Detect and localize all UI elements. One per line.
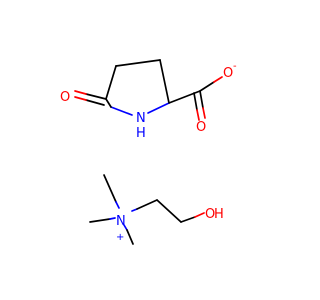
cation-charge-label: + [116,232,124,243]
bond-ccarb-o-red [213,76,223,83]
bond-ccarb-o2-a-red [202,107,206,119]
ring-oxygen-label: O [60,90,70,105]
bond-ccarb-o-black [199,81,215,92]
bond-c5-o-b-red [74,96,87,101]
bond-n-ch2-blue [131,208,138,212]
ring-hydrogen-label: H [136,126,146,141]
bond-c5-o-a [85,93,107,100]
structure-canvas: O N H O - O N + O H [60,59,237,245]
bond-n-me3-blue [123,224,128,231]
carbonyl-oxygen-label: O [196,120,206,135]
anion-charge-label: - [233,61,237,72]
bond-me1-n-blue [115,201,120,209]
bond-c4-c2 [159,59,170,104]
pyroglutamate-molecule: O N H O - O [60,59,237,141]
bond-ccarb-o2-b [193,92,198,111]
hydroxyl-hydrogen-label: H [214,207,224,222]
bond-ccarb-o2-a [199,90,204,109]
bond-ch2-o-red [194,212,205,218]
bond-c5-n [110,106,133,116]
bond-n-c2 [147,102,170,114]
bond-c5-o-a-red [74,90,87,95]
bond-c5-n-black [105,98,112,108]
bond-n-ch2 [136,199,158,210]
bond-ch2-ch2 [156,199,182,223]
bond-n-me3 [126,229,134,245]
hydroxyl-oxygen-label: O [205,207,215,222]
choline-nitrogen-label: N [116,214,126,229]
bond-me2-n [89,218,111,223]
bond-ch2-o [180,216,196,223]
bond-c5-o-b [85,99,105,106]
choline-molecule: N + O H [89,174,224,245]
ring-nitrogen-label: N [136,111,146,126]
bond-ccarb-o2-b-red [196,109,200,121]
bond-me2-n-blue [109,217,116,220]
bond-me1-n [103,174,117,203]
bond-c3-c4 [115,59,161,67]
anion-oxygen-label: O [223,66,233,81]
bond-c3-c5 [105,65,117,100]
